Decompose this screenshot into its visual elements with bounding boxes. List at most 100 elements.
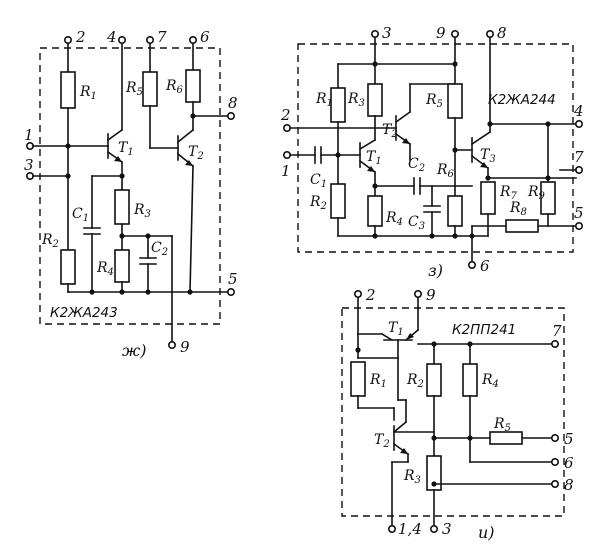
pin-label: 5 <box>228 270 238 288</box>
pin-label: 4 <box>106 28 117 46</box>
part-label-r2: R2 <box>406 372 424 390</box>
pin-i-7: 7 <box>550 322 562 348</box>
resistor-z-r2 <box>330 183 346 219</box>
resistor-i-r4 <box>462 363 478 397</box>
pin-label: 3 <box>382 24 392 42</box>
pin-i-1-4: 1,4 <box>387 520 422 538</box>
part-label-c2: C2 <box>408 156 425 174</box>
resistor-i-r1 <box>350 361 366 397</box>
pin-label: 2 <box>280 106 291 124</box>
transistor-z-t2: T2 <box>382 83 456 146</box>
part-label-r3: R3 <box>133 202 151 220</box>
pin-zh-1: 1 <box>24 126 109 151</box>
pin-label: 8 <box>228 94 238 112</box>
capacitor-z-c3 <box>423 185 441 237</box>
pin-label: 8 <box>497 24 507 42</box>
pin-zh-7: 7 <box>146 28 167 73</box>
part-label-r1: R1 <box>315 91 333 109</box>
pin-zh-3: 3 <box>24 156 71 181</box>
capacitor-z-c1 <box>314 146 361 164</box>
part-label-r1: R1 <box>79 84 97 102</box>
pin-zh-9: 9 <box>168 338 190 356</box>
part-label-t1: T1 <box>118 140 134 158</box>
part-label-t1: T1 <box>366 149 382 167</box>
pin-label: 9 <box>426 286 436 304</box>
pin-i-2: 2 <box>353 286 376 335</box>
pin-z-6: 6 <box>467 257 490 275</box>
part-label-r4: R4 <box>385 210 403 228</box>
pin-i-6: 6 <box>550 454 574 472</box>
part-label-t3: T3 <box>480 147 496 165</box>
part-label-r4: R4 <box>96 260 114 278</box>
pin-i-5: 5 <box>550 430 574 448</box>
capacitor-z-c2 <box>413 177 473 195</box>
caption-zh: ж) <box>122 341 146 360</box>
chip-boundary-i <box>341 307 565 517</box>
pin-z-7: 7 <box>559 148 584 175</box>
pin-zh-2: 2 <box>64 28 86 73</box>
part-label-c3: C3 <box>408 214 425 232</box>
part-label-c1: C1 <box>72 206 89 224</box>
part-label-r5: R5 <box>125 80 143 98</box>
part-label-r7: R7 <box>499 184 518 202</box>
pin-label: 2 <box>365 286 376 304</box>
capacitor-zh-c2 <box>139 235 157 293</box>
pin-i-9: 9 <box>413 286 436 331</box>
resistor-z-r7 <box>480 181 496 215</box>
transistor-z-t3: T3 <box>470 130 496 170</box>
part-label-r3: R3 <box>347 91 365 109</box>
pin-label: 1 <box>24 126 34 144</box>
pin-label: 6 <box>200 28 210 46</box>
resistor-zh-r2 <box>60 249 76 285</box>
resistor-zh-r4 <box>114 249 130 283</box>
part-label-t2: T2 <box>188 144 204 162</box>
transistor-z-t1: T1 <box>358 138 382 174</box>
pin-label: 1,4 <box>398 520 422 538</box>
chip-name-i: К2ПП241 <box>452 322 516 338</box>
part-label-r5: R5 <box>425 92 443 110</box>
pin-zh-4: 4 <box>106 28 127 131</box>
pin-i-8: 8 <box>550 476 574 494</box>
part-label-r9: R9 <box>527 184 546 202</box>
pin-label: 3 <box>442 520 452 538</box>
transistor-i-t2: T2 <box>374 357 410 456</box>
resistor-zh-r6 <box>185 69 201 103</box>
transistor-i-t1: T1 <box>357 320 420 359</box>
pin-label: 6 <box>564 454 574 472</box>
part-label-r2: R2 <box>309 194 327 212</box>
part-label-r4: R4 <box>481 372 499 390</box>
resistor-zh-r5 <box>142 71 158 107</box>
part-label-r6: R6 <box>165 78 184 96</box>
resistor-z-r5 <box>447 83 463 119</box>
pin-z-2: 2 <box>280 106 397 133</box>
capacitor-zh-c1 <box>83 227 101 293</box>
pin-label: 7 <box>574 148 584 166</box>
pin-zh-8: 8 <box>227 94 238 121</box>
pin-label: 9 <box>436 24 446 42</box>
part-label-t2: T2 <box>374 432 390 450</box>
resistor-i-r2 <box>426 363 442 397</box>
part-label-r5: R5 <box>493 416 511 434</box>
pin-z-9: 9 <box>436 24 459 85</box>
part-label-r3: R3 <box>403 468 421 486</box>
pin-label: 2 <box>75 28 86 46</box>
circuit-z: 3 9 8 R1 R2 R3 2 <box>280 24 584 280</box>
chip-name-z: К2ЖА244 <box>488 92 556 108</box>
pin-z-1: 1 <box>281 151 316 180</box>
chip-boundary-z <box>297 43 574 253</box>
caption-i: и) <box>478 523 495 542</box>
chip-name-zh: К2ЖА243 <box>50 305 118 321</box>
pin-label: 7 <box>157 28 167 46</box>
resistor-z-r3 <box>367 83 383 117</box>
resistor-z-r6 <box>447 195 463 227</box>
pin-z-8: 8 <box>485 24 507 133</box>
part-label-r2: R2 <box>41 232 59 250</box>
part-label-c2: C2 <box>151 240 168 258</box>
part-label-r6: R6 <box>436 162 455 180</box>
pin-zh-6: 6 <box>189 28 210 71</box>
pin-label: 6 <box>480 257 490 275</box>
pin-label: 5 <box>564 430 574 448</box>
pin-label: 7 <box>552 322 562 340</box>
